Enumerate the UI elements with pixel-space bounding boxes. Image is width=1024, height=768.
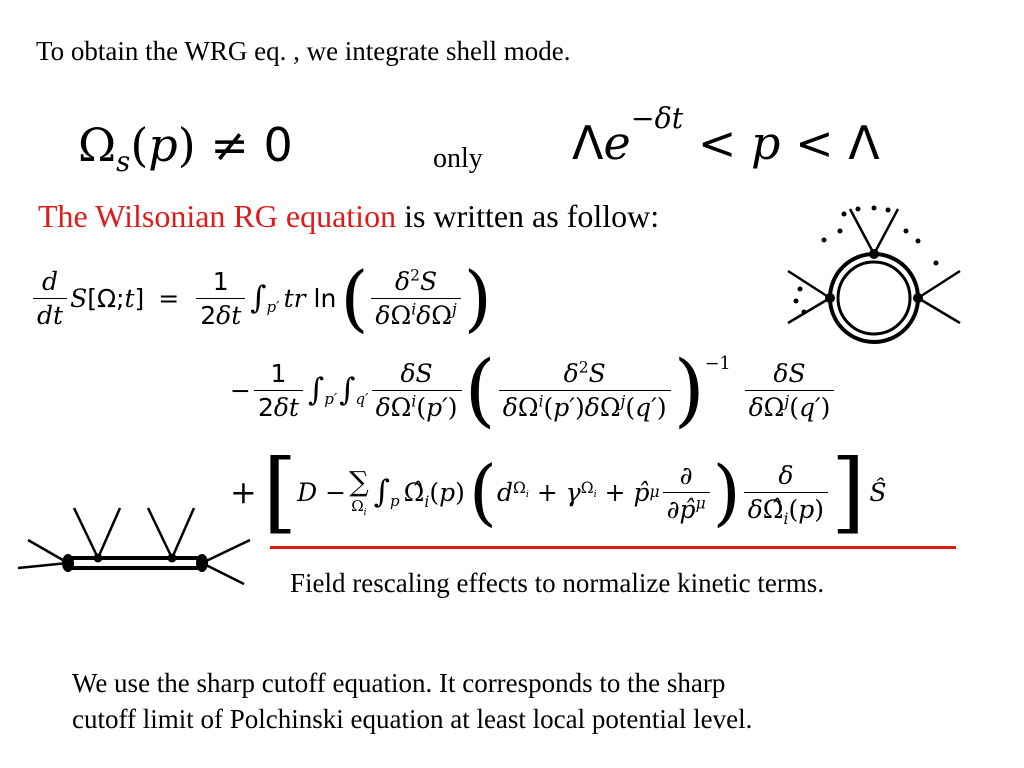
rescaling-underline xyxy=(270,546,956,549)
loop-diagram xyxy=(787,205,961,344)
rescaling-note: Field rescaling effects to normalize kin… xyxy=(290,568,825,598)
footer-paragraph: We use the sharp cutoff equation. It cor… xyxy=(72,665,752,737)
heading-black-text: is written as follow: xyxy=(396,198,660,234)
intro-text: To obtain the WRG eq. , we integrate she… xyxy=(36,36,571,66)
only-label: only xyxy=(433,143,483,174)
footer-line-1: We use the sharp cutoff equation. It cor… xyxy=(72,668,726,698)
section-heading: The Wilsonian RG equation is written as … xyxy=(38,198,659,235)
tree-diagram xyxy=(17,507,251,586)
shell-mode-condition: Ωs(p) ≠ 0 xyxy=(78,118,293,179)
heading-red-text: The Wilsonian RG equation xyxy=(38,198,397,234)
momentum-shell-range: Λe−δt < p < Λ xyxy=(572,102,880,170)
footer-line-2: cutoff limit of Polchinski equation at l… xyxy=(72,704,753,734)
